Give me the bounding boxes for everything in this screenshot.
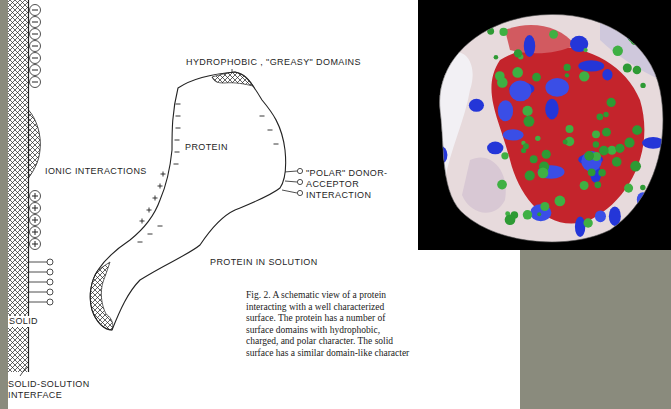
node-label: PROTEIN [185,142,228,153]
callout-label: "POLAR" DONOR-ACCEPTOR INTERACTION [306,168,400,200]
solid-band: SOLID [8,0,30,400]
callout-label: IONIC INTERACTIONS [45,166,147,177]
image-background [418,0,671,250]
node-label: SOLID [8,316,39,327]
solid-charge-symbols [29,5,54,306]
solid-greasy-domain [29,110,41,178]
surface-outline [440,14,663,242]
protein-surface-render [430,0,671,250]
callout-label: HYDROPHOBIC , "GREASY" DOMAINS [186,57,361,68]
solid-band-shape [8,0,30,400]
figure-caption: Fig. 2. A schematic view of a protein in… [246,290,414,359]
callout-label: SOLID-SOLUTION INTERFACE [8,379,92,401]
callout-label: PROTEIN IN SOLUTION [210,257,318,268]
